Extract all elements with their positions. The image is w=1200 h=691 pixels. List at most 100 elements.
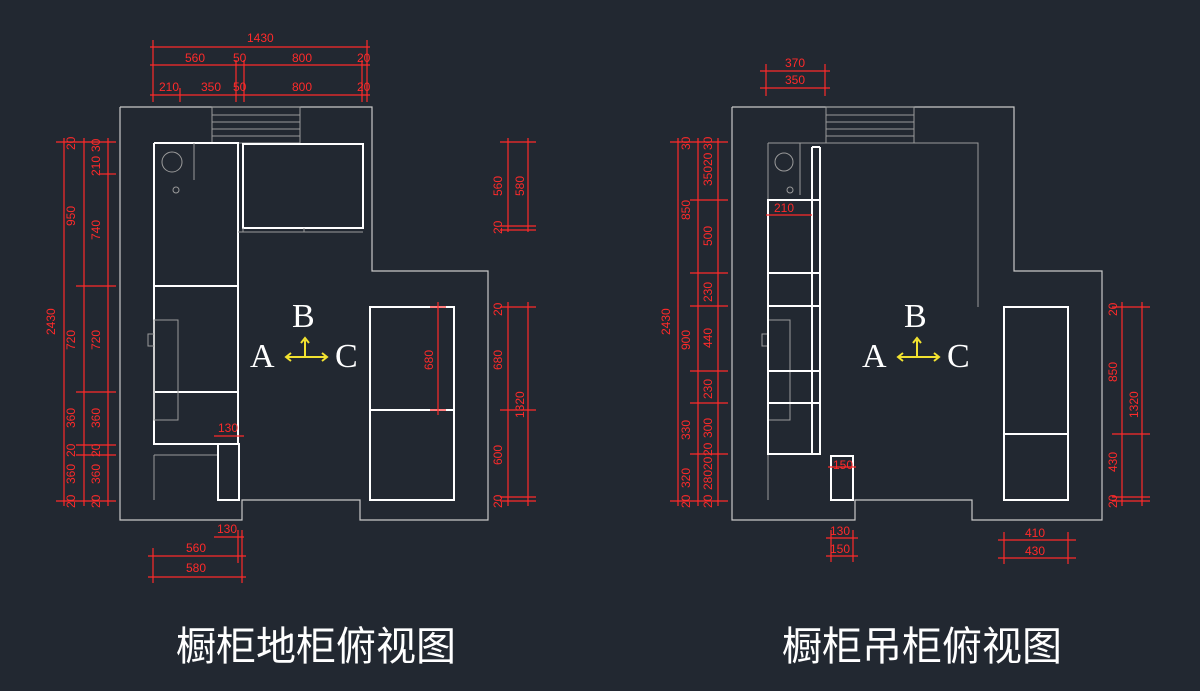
dim-1320-r2: 1320 [1127, 391, 1141, 418]
dim-30-2: 30 [679, 136, 693, 150]
dim-360c: 360 [89, 408, 103, 428]
bottom-dimensions: 130 560 580 [148, 522, 246, 583]
top-cabinet [238, 143, 364, 233]
dim-20-i4: 20 [701, 494, 715, 508]
dim-680-r: 680 [491, 350, 505, 370]
label-b: B [292, 298, 315, 335]
dim-350: 350 [201, 80, 221, 94]
dim-230b: 230 [701, 379, 715, 399]
dim-20-i1: 20 [701, 152, 715, 166]
dim-30-i: 30 [701, 136, 715, 150]
dim-2430-2: 2430 [659, 308, 673, 335]
dim-580-r: 580 [513, 176, 527, 196]
dim-740: 740 [89, 220, 103, 240]
floor-cabinet-plan: A B C 1430 560 50 800 20 210 350 50 800 … [44, 31, 536, 670]
dim-130-b2: 130 [830, 524, 850, 538]
right-dimensions: 560 580 20 20 680 1320 600 20 680 130 [214, 138, 536, 508]
dim-150-i: 150 [833, 458, 853, 472]
dim-360b: 360 [64, 464, 78, 484]
dim-950: 950 [64, 206, 78, 226]
dim-360: 360 [64, 408, 78, 428]
dim-2430: 2430 [44, 308, 58, 335]
dim-20-l4: 20 [89, 443, 103, 457]
small-wall-cabinet [830, 455, 854, 501]
dim-130-inner: 130 [218, 421, 238, 435]
dim-20-rr1: 20 [1106, 302, 1120, 316]
label-a-2: A [862, 338, 887, 375]
dim-1320-r: 1320 [513, 391, 527, 418]
dim-720: 720 [64, 330, 78, 350]
dim-20-l5: 20 [89, 494, 103, 508]
tall-cabinet [369, 306, 455, 501]
dim-350-i: 350 [701, 166, 715, 186]
dim-130-b: 130 [217, 522, 237, 536]
tall-cabinet-2 [1003, 306, 1069, 501]
left-cabinet-run [147, 142, 239, 500]
dim-330: 330 [679, 420, 693, 440]
dim-800b: 800 [292, 80, 312, 94]
sink-icon [161, 151, 183, 173]
dim-150-b2: 150 [830, 542, 850, 556]
counter-outline [761, 142, 979, 500]
dim-20-r3: 20 [491, 494, 505, 508]
dim-560: 560 [185, 51, 205, 65]
dim-1430: 1430 [247, 31, 274, 45]
dim-20-i3: 20 [701, 456, 715, 470]
left-dimensions-2: 2430 30 850 900 330 320 20 30 20 350 500… [659, 136, 728, 508]
orientation-marker: A B C [250, 298, 358, 375]
top-dimensions-2: 370 350 [760, 56, 830, 96]
top-dimensions: 1430 560 50 800 20 210 350 50 800 20 [150, 31, 371, 102]
dim-900: 900 [679, 330, 693, 350]
dim-720b: 720 [89, 330, 103, 350]
dim-20: 20 [357, 51, 371, 65]
label-b-2: B [904, 298, 927, 335]
dim-580-b: 580 [186, 561, 206, 575]
dim-30: 30 [89, 138, 103, 152]
filler-cabinet [217, 443, 240, 501]
dim-800: 800 [292, 51, 312, 65]
dim-20b: 20 [357, 80, 371, 94]
left-dimensions: 2430 20 950 720 360 20 360 20 30 210 740… [44, 136, 116, 508]
dim-20-i2: 20 [701, 442, 715, 456]
dim-300: 300 [701, 418, 715, 438]
dim-20-l2: 20 [64, 443, 78, 457]
dim-20-l3: 20 [64, 494, 78, 508]
dim-50: 50 [233, 51, 247, 65]
dim-350-t: 350 [785, 73, 805, 87]
room-outline [119, 106, 489, 521]
dim-210-i: 210 [774, 201, 794, 215]
label-a: A [250, 338, 275, 375]
window-hatch [211, 106, 301, 144]
dim-230: 230 [701, 282, 715, 302]
dim-210: 210 [159, 80, 179, 94]
room-outline-2 [731, 106, 1103, 521]
dim-430-b: 430 [1025, 544, 1045, 558]
dim-20-r1: 20 [491, 220, 505, 234]
dim-280: 280 [701, 470, 715, 490]
wall-cabinet-plan: A B C 370 350 2430 30 [659, 56, 1150, 670]
dim-210-l: 210 [89, 156, 103, 176]
bottom-dimensions-2: 130 150 410 430 [826, 524, 1076, 564]
right-title: 橱柜吊柜俯视图 [782, 624, 1062, 670]
dim-20-m: 20 [679, 494, 693, 508]
left-title: 橱柜地柜俯视图 [176, 624, 456, 670]
label-c: C [335, 338, 358, 375]
dim-320: 320 [679, 468, 693, 488]
dim-500: 500 [701, 226, 715, 246]
wall-cabinet-column [767, 146, 821, 455]
dim-430-r: 430 [1106, 452, 1120, 472]
dim-20-rr2: 20 [1106, 494, 1120, 508]
dim-440: 440 [701, 328, 715, 348]
dim-360d: 360 [89, 464, 103, 484]
dim-20-l1: 20 [64, 136, 78, 150]
dim-680-inner: 680 [422, 350, 436, 370]
right-dimensions-2: 20 850 1320 430 20 [1106, 302, 1150, 508]
label-c-2: C [947, 338, 970, 375]
dim-20-r2: 20 [491, 302, 505, 316]
orientation-marker-2: A B C [862, 298, 970, 375]
dim-50b: 50 [233, 80, 247, 94]
dim-600-r: 600 [491, 445, 505, 465]
dim-560-r: 560 [491, 176, 505, 196]
sink-icon-2 [774, 152, 794, 172]
